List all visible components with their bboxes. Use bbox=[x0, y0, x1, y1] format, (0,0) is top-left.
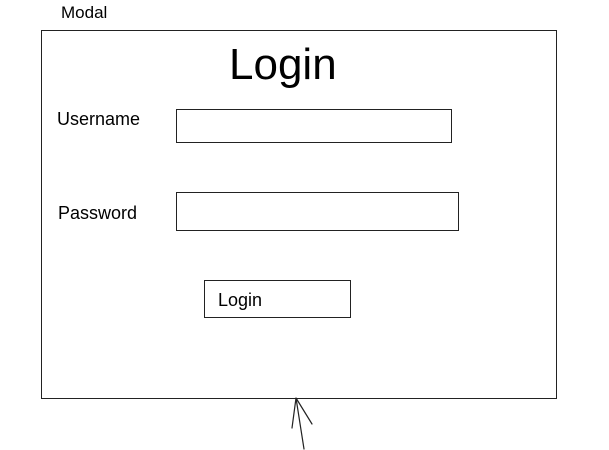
username-label: Username bbox=[57, 109, 141, 129]
username-input[interactable] bbox=[176, 109, 452, 143]
page-title: Login bbox=[229, 40, 337, 89]
modal-caption: Modal bbox=[61, 3, 108, 22]
password-label: Password bbox=[58, 203, 138, 223]
modal-frame bbox=[41, 30, 557, 399]
login-button[interactable]: Login bbox=[204, 280, 351, 318]
password-input[interactable] bbox=[176, 192, 459, 231]
